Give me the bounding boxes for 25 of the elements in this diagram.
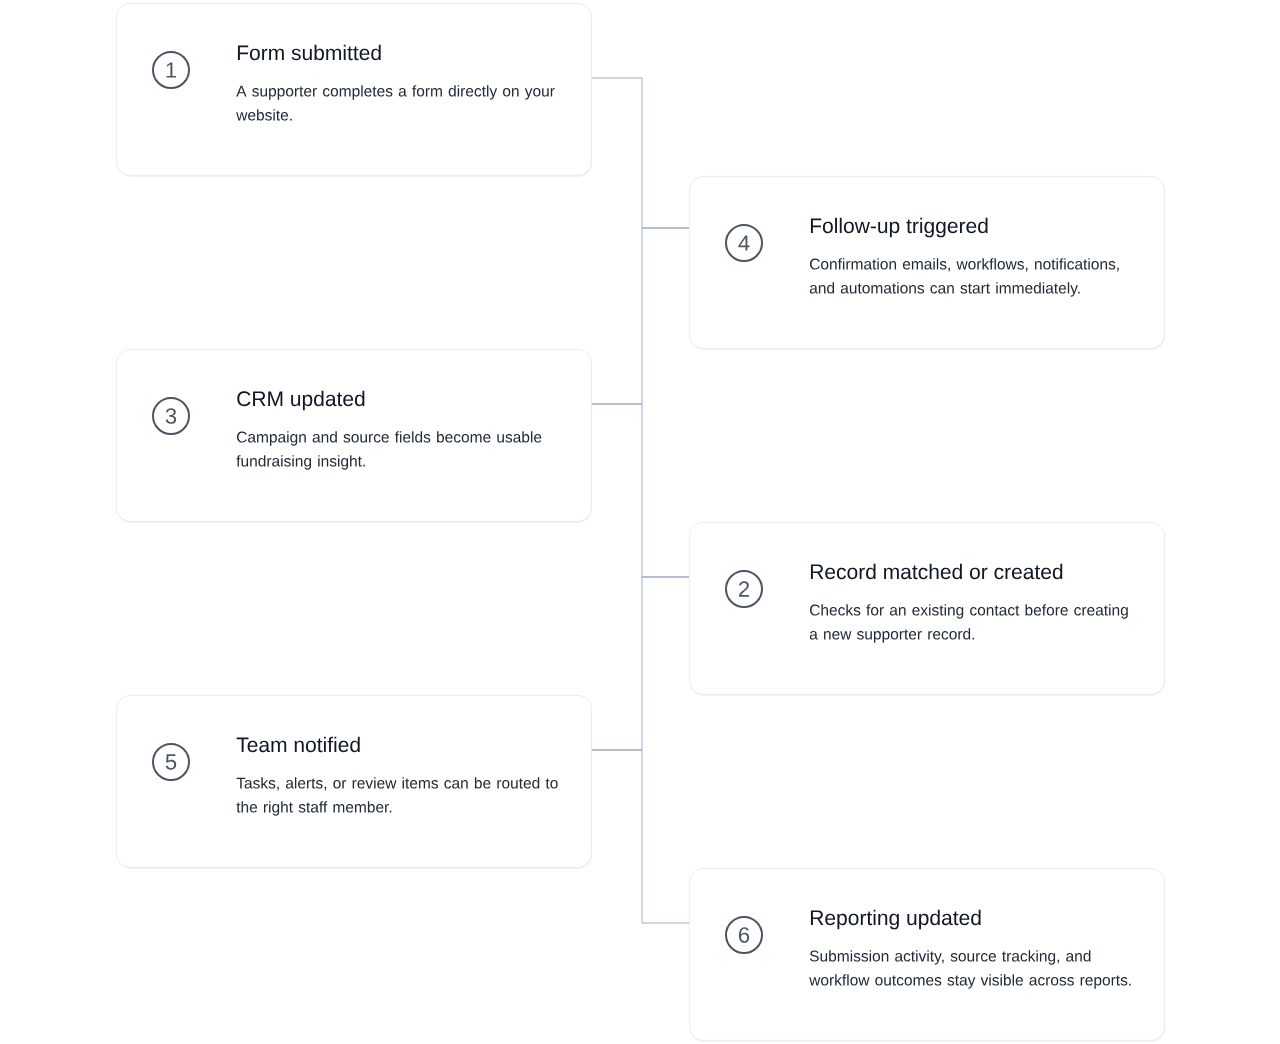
step-card bbox=[689, 522, 1165, 696]
step-title: Follow-up triggered bbox=[810, 217, 988, 238]
step-description: Tasks, alerts, or review items can be routed to the right staff member. bbox=[236, 777, 558, 816]
step-card bbox=[116, 3, 592, 177]
step-number: 2 bbox=[725, 570, 763, 608]
step-description: Confirmation emails, workflows, notifications, and automations can start immediately. bbox=[809, 258, 1119, 297]
step-title: Reporting updated bbox=[810, 909, 981, 930]
connector-line bbox=[591, 749, 690, 924]
step-title: Form submitted bbox=[237, 44, 381, 61]
step-title: Record matched or created bbox=[810, 563, 1063, 580]
step-title: CRM updated bbox=[237, 390, 365, 411]
step-number: 5 bbox=[152, 743, 190, 781]
step-card bbox=[689, 176, 1165, 350]
step-number: 3 bbox=[152, 397, 190, 435]
step-number: 4 bbox=[725, 224, 763, 262]
step-number: 6 bbox=[725, 916, 763, 954]
step-description: Checks for an existing contact before creating a new supporter record. bbox=[809, 604, 1128, 643]
step-description: Submission activity, source tracking, and workflow outcomes stay visible across reports. bbox=[809, 950, 1131, 989]
step-title: Team notified bbox=[236, 736, 360, 753]
step-number: 1 bbox=[152, 51, 190, 89]
step-card bbox=[689, 868, 1165, 1042]
step-card bbox=[116, 349, 592, 523]
step-card bbox=[116, 695, 592, 869]
step-description: Campaign and source fields become usable fundraising insight. bbox=[236, 431, 542, 470]
step-description: A supporter completes a form directly on your website. bbox=[236, 85, 555, 121]
